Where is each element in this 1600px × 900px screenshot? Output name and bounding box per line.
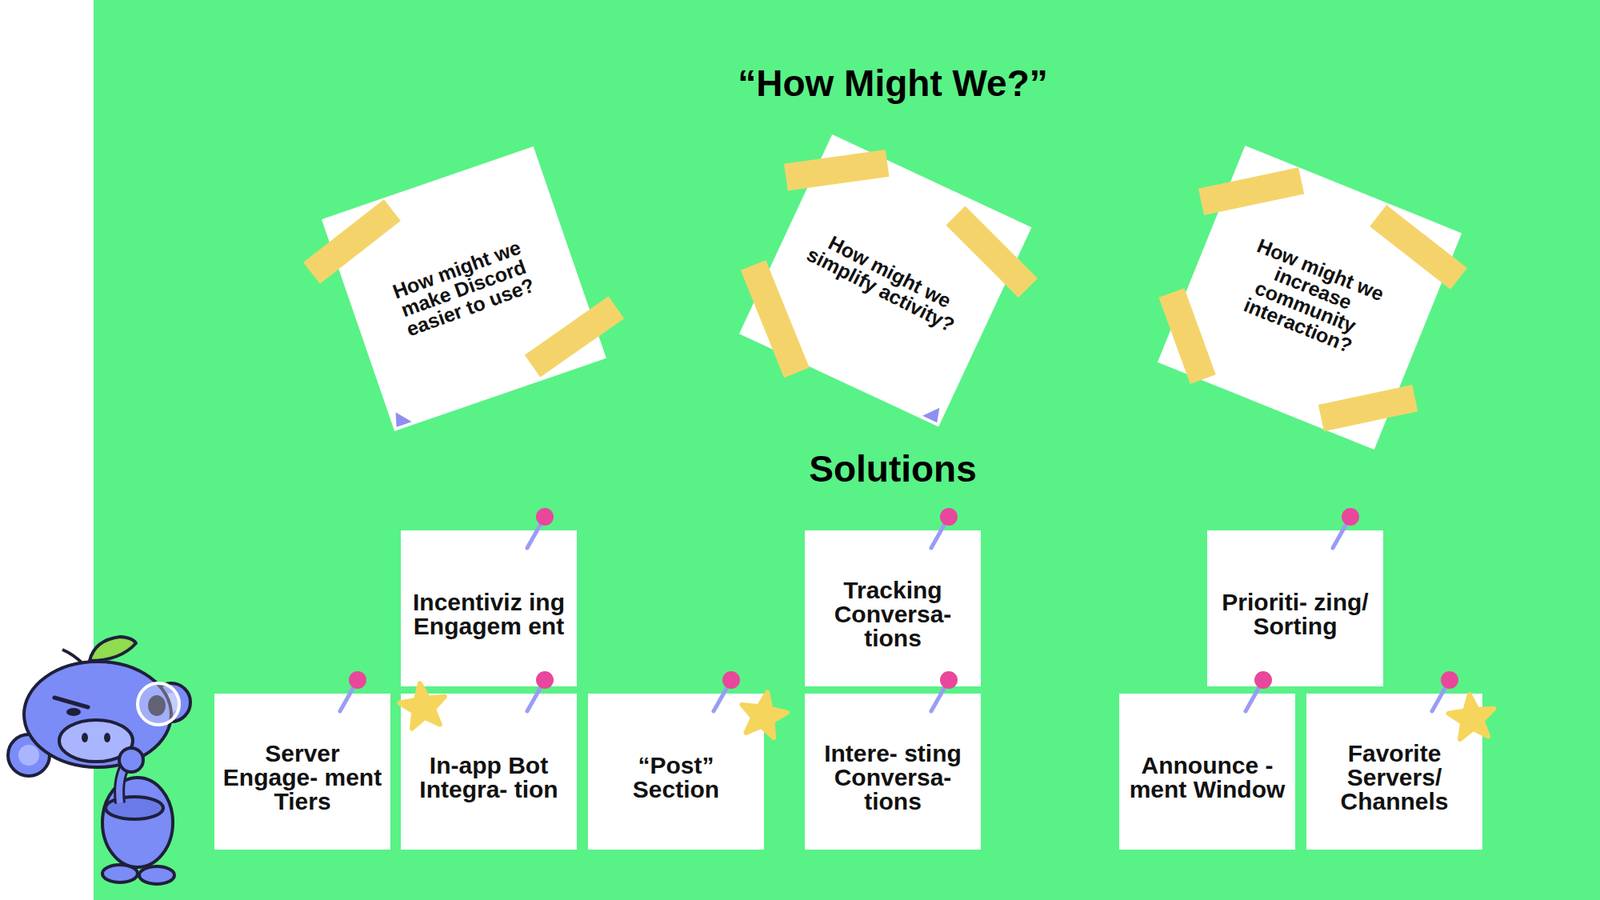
pin-needle [527,516,545,548]
solution-card: Prioriti- zing/ Sorting [1207,530,1384,687]
card-text: Prioriti- zing/ Sorting [1215,590,1376,639]
mascot-arm [105,796,164,820]
note-group [1157,145,1468,450]
solution-card: Favorite Servers/ Channels [1306,693,1483,850]
pin-head [1341,508,1360,526]
solution-card: Tracking Conversa- tions [804,530,981,687]
card-text: Server Engage- ment Tiers [222,741,383,814]
pin-head [940,671,958,689]
tape-strip [1318,384,1418,432]
page-title: “How Might We?” [737,61,1048,105]
mascot-body [102,777,173,868]
pin-head [722,671,740,689]
card-text: “Post” Section [596,753,756,802]
solution-card: Intere- sting Conversa- tions [804,693,981,850]
mascot-hand [119,748,144,772]
solution-card: Incentiviz ing Engagem ent [400,530,577,687]
solution-card: Announce -ment Window [1119,693,1296,850]
note-fold [392,408,412,428]
note-paper [1157,145,1462,450]
mascot-ear-inner [161,692,181,712]
pin-head [348,671,367,689]
mascot-monocle [137,683,180,725]
mascot-nostril [104,732,111,743]
mascot-ear [8,734,50,776]
card-text: Intere- sting Conversa- tions [812,741,973,814]
solution-card: Server Engage- ment Tiers [214,693,391,850]
mascot-arm [119,761,128,804]
pin-head [1440,671,1459,689]
mascot-eye [66,708,81,716]
tape-strip [784,149,889,191]
mascot-arm-outline [119,761,128,804]
tape-strip [1369,204,1468,290]
mascot [8,636,191,884]
note-group [303,146,624,432]
star [737,688,791,740]
pin-head [536,508,554,526]
mascot-foot [102,864,138,883]
pin-head [1254,671,1272,689]
pin-head [940,508,958,526]
star [397,680,449,730]
card-text: Tracking Conversa- tions [812,578,973,651]
card-text: Favorite Servers/ Channels [1314,741,1475,814]
mascot-leaf [89,636,136,661]
mascot-head [24,661,172,768]
pins [340,508,1459,712]
mascot-foot [139,866,175,884]
note-fold [922,403,944,424]
pin-needle [931,680,949,712]
pin-needle [527,680,545,712]
tape-strip [946,206,1039,299]
mascot-nostril [81,732,88,743]
pin-needle [931,516,949,548]
card-text: Incentiviz ing Engagem ent [408,590,569,639]
tape-strip [303,199,401,284]
stars [397,680,1497,740]
mascot-leaf-stem [62,649,84,664]
pin-needle [1332,516,1351,548]
note-paper [739,134,1032,427]
pin-needle [1432,680,1450,712]
pin-needle [713,680,732,712]
mascot-eye [148,695,166,716]
note-paper [321,146,607,432]
note-paper-group [1157,145,1462,450]
title-wrap: “How Might We?” [737,61,1048,105]
pin-head [536,671,554,689]
card-text: Announce -ment Window [1127,753,1288,802]
star [1447,692,1497,740]
sticky-note: How might we simplify activity? [739,134,1032,427]
pin-needle [340,680,358,712]
pin-needle [1245,680,1264,712]
tape-strip [1158,288,1216,384]
tape-strip [1198,167,1304,216]
mascot-ear [152,683,191,722]
section-heading: Solutions [808,447,977,491]
label-wrap: Solutions [808,447,977,491]
mascot-ear-inner [18,744,40,766]
mascot-brow [54,697,88,708]
tape-strip [740,260,810,378]
mascot-snout [59,720,133,762]
sticky-note: How might we increase community interact… [1157,145,1462,450]
note-group [739,134,1038,427]
note-paper-group [739,134,1032,427]
solution-card: In-app Bot Integra- tion [400,693,577,850]
card-text: In-app Bot Integra- tion [408,753,569,802]
sticky-note: How might we make Discord easier to use? [321,146,607,432]
solution-card: “Post” Section [588,693,764,850]
note-paper-group [321,146,607,432]
tape-strip [524,296,624,377]
